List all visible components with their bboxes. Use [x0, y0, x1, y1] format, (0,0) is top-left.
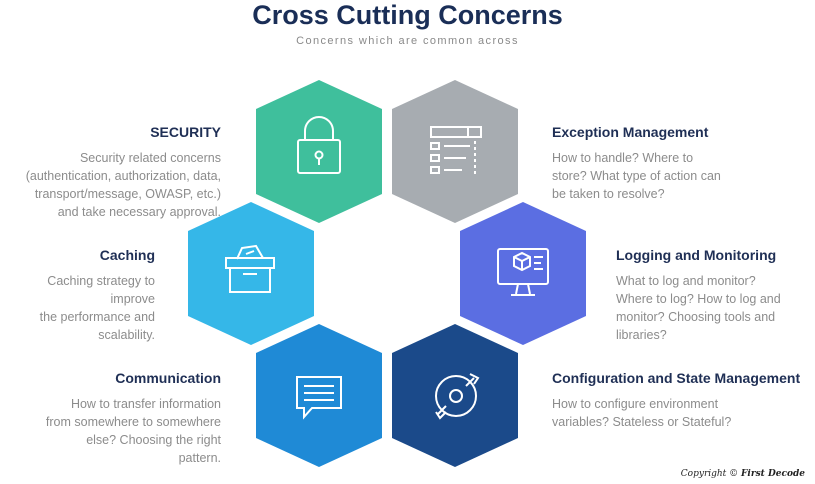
security-text-block: SECURITY Security related concerns (auth…	[0, 124, 221, 221]
logging-heading: Logging and Monitoring	[616, 247, 777, 263]
wrench-gear-icon	[435, 373, 480, 420]
configuration-heading: Configuration and State Management	[552, 370, 801, 386]
padlock-icon	[297, 116, 341, 174]
checklist-icon	[430, 126, 482, 175]
caching-heading: Caching	[99, 247, 155, 263]
logging-description: What to log and monitor? Where to log? H…	[616, 274, 781, 342]
configuration-hex-shape	[392, 324, 518, 467]
security-description: Security related concerns (authenticatio…	[25, 151, 221, 219]
caching-text-block: Caching Caching strategy to improve the …	[0, 247, 155, 344]
communication-hexagon	[256, 324, 382, 467]
communication-hex-shape	[256, 324, 382, 467]
security-heading: SECURITY	[150, 124, 221, 140]
page-title: Cross Cutting Concerns	[252, 0, 563, 30]
exception-description: How to handle? Where to store? What type…	[552, 151, 721, 201]
configuration-description: How to configure environment variables? …	[552, 397, 732, 429]
exception-text-block: Exception Management How to handle? Wher…	[552, 124, 802, 203]
configuration-hexagon	[392, 324, 518, 467]
copyright-notice: Copyright © First Decode	[681, 469, 805, 479]
security-hexagon	[256, 80, 382, 223]
page-subtitle: Concerns which are common across	[296, 35, 519, 47]
exception-hex-shape	[392, 80, 518, 223]
exception-hexagon	[392, 80, 518, 223]
communication-description: How to transfer information from somewhe…	[45, 397, 221, 465]
copyright-brand: First Decode	[741, 469, 805, 479]
exception-heading: Exception Management	[552, 124, 709, 140]
caching-description: Caching strategy to improve the performa…	[39, 274, 155, 342]
chat-bubble-icon	[296, 376, 342, 420]
storage-box-icon	[225, 244, 275, 293]
communication-heading: Communication	[115, 370, 221, 386]
monitor-icon	[497, 248, 549, 296]
logging-hex-shape	[460, 202, 586, 345]
logging-text-block: Logging and Monitoring What to log and m…	[616, 247, 811, 344]
copyright-label: Copyright ©	[680, 469, 739, 479]
caching-hexagon	[188, 202, 314, 345]
configuration-text-block: Configuration and State Management How t…	[552, 370, 812, 431]
communication-text-block: Communication How to transfer informatio…	[0, 370, 221, 467]
logging-hexagon	[460, 202, 586, 345]
